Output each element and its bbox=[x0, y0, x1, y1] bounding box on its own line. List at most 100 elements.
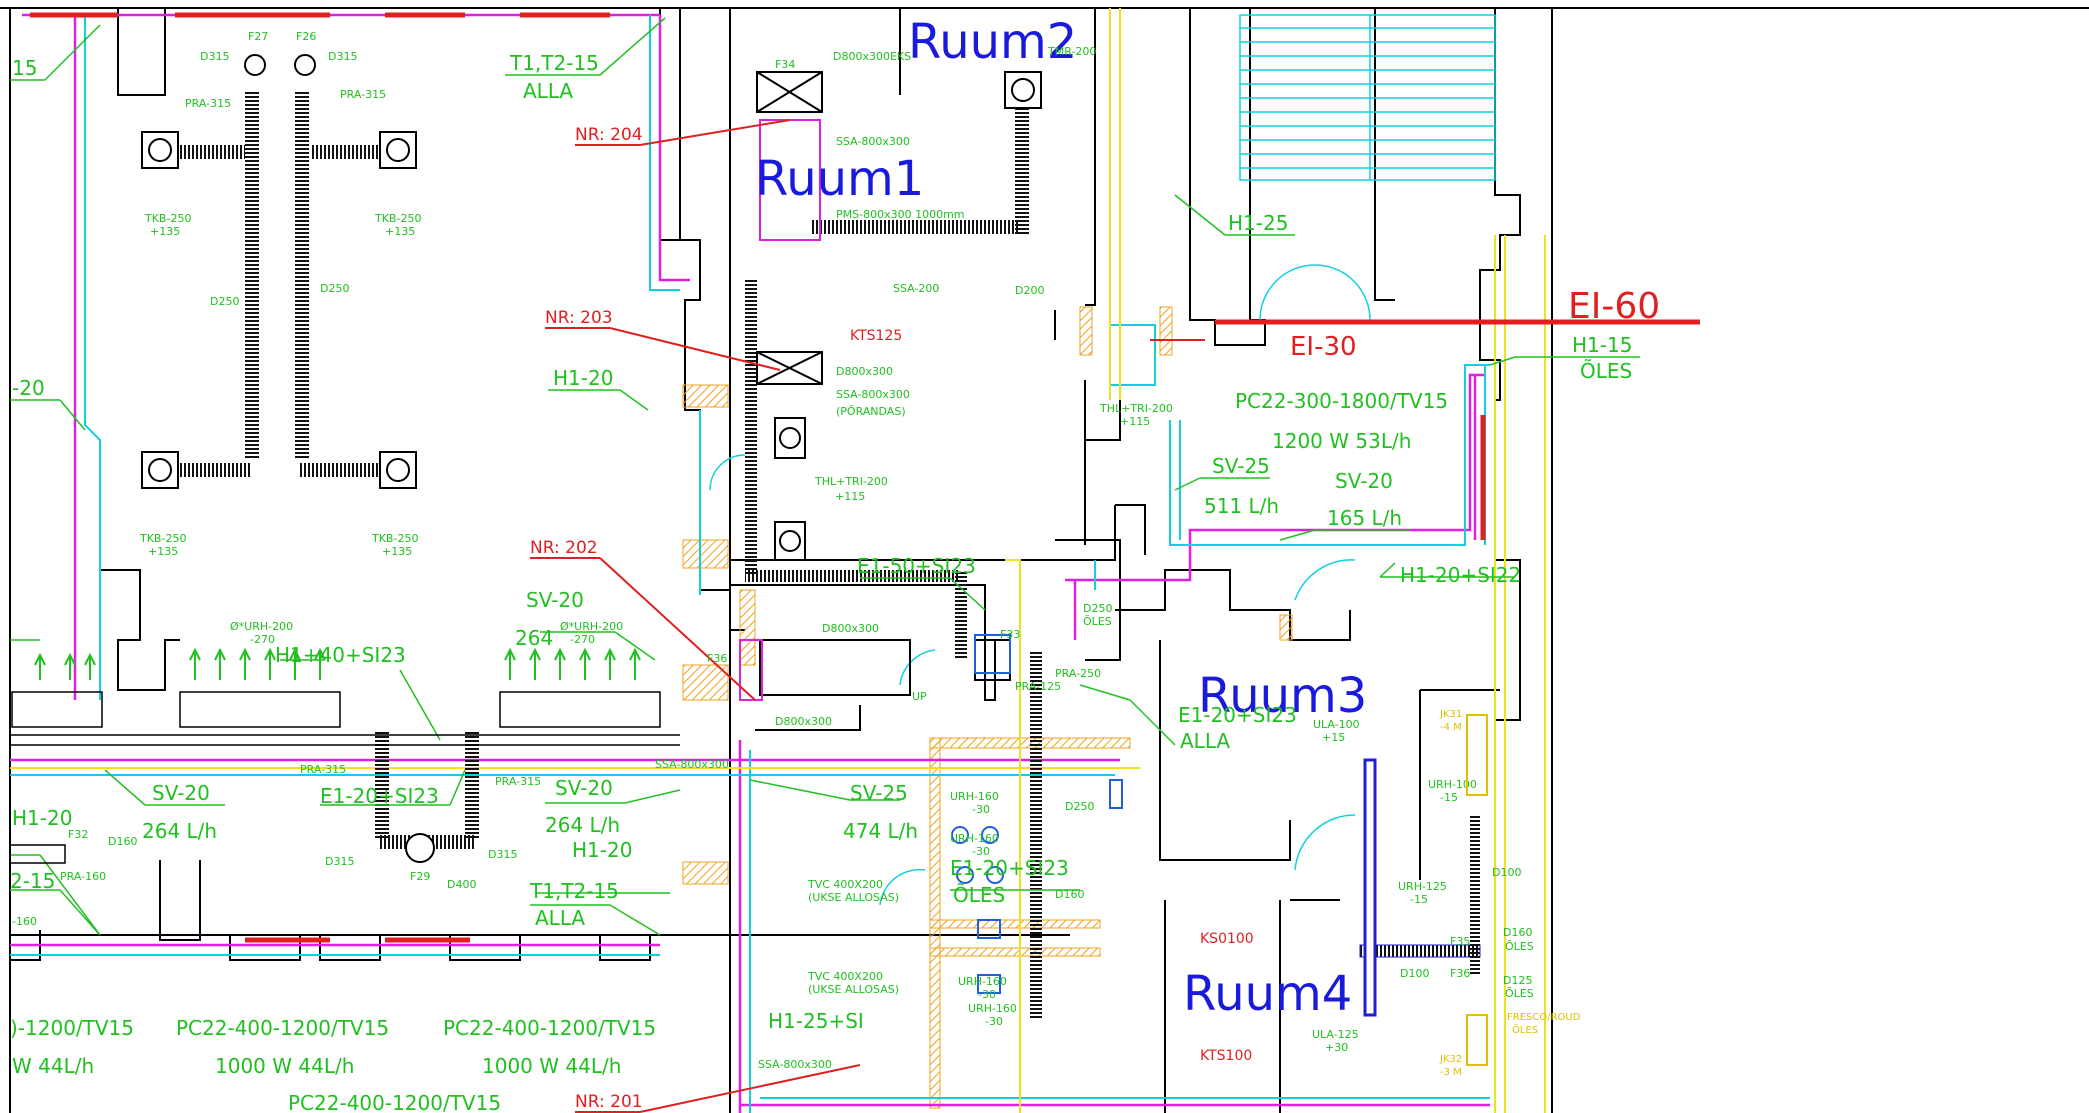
pipe-label: 165 L/h bbox=[1327, 506, 1402, 530]
duct-label: -30 bbox=[985, 1015, 1003, 1028]
radiator-label: PC22-300-1800/TV15 bbox=[1235, 389, 1448, 413]
duct-label: -4 M bbox=[1440, 722, 1462, 733]
pipe-label: 15 bbox=[12, 56, 37, 80]
pipe-label: T1,T2-15 bbox=[529, 879, 619, 903]
duct-label: (PÕRANDAS) bbox=[836, 405, 906, 418]
tag-nr203: NR: 203 bbox=[545, 308, 613, 328]
duct-label: D315 bbox=[325, 855, 354, 868]
duct-label: URH-160 bbox=[950, 832, 999, 845]
duct-label: F34 bbox=[775, 58, 795, 71]
tag-ei60: EI-60 bbox=[1568, 286, 1660, 327]
duct-label: PRA-315 bbox=[495, 775, 541, 788]
duct-label: +30 bbox=[1325, 1041, 1348, 1054]
pipe-label: E1-50+SI23 bbox=[857, 554, 976, 578]
duct-label: D800x300 bbox=[775, 715, 832, 728]
duct-label: +115 bbox=[1120, 415, 1150, 428]
flex-ducts bbox=[180, 90, 1481, 1020]
duct-label: D250 bbox=[210, 295, 239, 308]
pipe-label: SV-20 bbox=[526, 588, 584, 612]
duct-label: URH-125 bbox=[1398, 880, 1447, 893]
pipe-label: E1-20+SI23 bbox=[320, 784, 439, 808]
duct-label: URH-100 bbox=[1428, 778, 1477, 791]
duct-label: F29 bbox=[410, 870, 430, 883]
tag-nr204: NR: 204 bbox=[575, 125, 643, 145]
walls bbox=[10, 8, 1521, 1113]
tag-kso100: KS0100 bbox=[1200, 931, 1254, 947]
duct-label: F32 bbox=[68, 828, 88, 841]
duct-label: D160 bbox=[1055, 888, 1084, 901]
duct-label: JK31 bbox=[1439, 709, 1462, 720]
duct-label: D100 bbox=[1492, 866, 1521, 879]
yellow-equipment bbox=[1466, 714, 1488, 1066]
duct-label: +135 bbox=[385, 225, 415, 238]
duct-label: TKB-250 bbox=[371, 532, 418, 545]
pipe-label: E1-20+SI23 bbox=[950, 856, 1069, 880]
duct-label: TKB-250 bbox=[144, 212, 191, 225]
duct-label: F26 bbox=[296, 30, 316, 43]
pipe-label: 264 bbox=[515, 626, 553, 650]
duct-label: PRA-125 bbox=[1015, 680, 1061, 693]
duct-label: F27 bbox=[248, 30, 268, 43]
duct-label: ÕLES bbox=[1505, 987, 1534, 1000]
duct-label: URH-160 bbox=[958, 975, 1007, 988]
duct-label: ULA-100 bbox=[1313, 718, 1360, 731]
duct-label: ÕLES bbox=[1505, 940, 1534, 953]
duct-label: PRA-315 bbox=[300, 763, 346, 776]
tag-ei30: EI-30 bbox=[1290, 332, 1357, 362]
pipe-label: 264 L/h bbox=[142, 819, 217, 843]
duct-label: THL+TRI-200 bbox=[1099, 402, 1173, 415]
pipe-label: E1-20+SI23 bbox=[1178, 703, 1297, 727]
duct-label: JK32 bbox=[1439, 1054, 1462, 1065]
pipe-label: SV-25 bbox=[850, 781, 908, 805]
duct-label: TVC 400X200 bbox=[807, 878, 883, 891]
radiator-label: 1200 W 53L/h bbox=[1272, 429, 1411, 453]
duct-label: URH-160 bbox=[950, 790, 999, 803]
duct-label: D800x300 bbox=[836, 365, 893, 378]
duct-label: +135 bbox=[148, 545, 178, 558]
duct-label: D315 bbox=[488, 848, 517, 861]
duct-label: TVC 400X200 bbox=[807, 970, 883, 983]
duct-label: D800x300 bbox=[822, 622, 879, 635]
duct-label: +135 bbox=[150, 225, 180, 238]
duct-label: SSA-200 bbox=[893, 282, 939, 295]
red-leaders bbox=[530, 119, 1205, 1113]
pipe-label: ALLA bbox=[1180, 729, 1230, 753]
duct-label: ÕLES bbox=[1512, 1023, 1538, 1036]
duct-label: SSA-800x300 bbox=[836, 388, 910, 401]
pipe-label: 511 L/h bbox=[1204, 494, 1279, 518]
radiators bbox=[9, 691, 680, 864]
radiator-label: PC22-400-1200/TV15 bbox=[288, 1091, 501, 1113]
pipe-label: SV-20 bbox=[152, 781, 210, 805]
room-label-ruum2: Ruum2 bbox=[908, 14, 1077, 70]
duct-label: F36 bbox=[1450, 967, 1470, 980]
duct-label: THL+TRI-200 bbox=[814, 475, 888, 488]
duct-label: URH-160 bbox=[968, 1002, 1017, 1015]
pipe-label: H1-25+SI bbox=[768, 1009, 864, 1033]
duct-label: PRA-250 bbox=[1055, 667, 1101, 680]
duct-label: FRESCO/ROUD bbox=[1507, 1012, 1581, 1023]
pipe-label: ÕLES bbox=[953, 883, 1005, 907]
pipe-label: -20 bbox=[12, 376, 45, 400]
duct-label: Ø*URH-200 bbox=[230, 620, 293, 633]
radiator-label: )-1200/TV15 bbox=[10, 1016, 134, 1040]
pipe-label: SV-20 bbox=[555, 776, 613, 800]
pipe-label: H1-20 bbox=[572, 838, 632, 862]
duct-label: -30 bbox=[978, 988, 996, 1001]
duct-label: D315 bbox=[200, 50, 229, 63]
duct-label: PRA-160 bbox=[60, 870, 106, 883]
duct-label: SSA-800x300 bbox=[836, 135, 910, 148]
radiator-label: PC22-400-1200/TV15 bbox=[443, 1016, 656, 1040]
duct-label: D125 bbox=[1503, 974, 1532, 987]
duct-label: -270 bbox=[250, 633, 275, 646]
pipe-label: SV-20 bbox=[1335, 469, 1393, 493]
duct-label: -270 bbox=[570, 633, 595, 646]
pipe-label: 264 L/h bbox=[545, 813, 620, 837]
duct-label: (UKSE ALLOSAS) bbox=[808, 983, 899, 996]
duct-label: -15 bbox=[1440, 791, 1458, 804]
duct-label: TMR-200 bbox=[1047, 45, 1096, 58]
room-label-ruum3: Ruum3 bbox=[1198, 668, 1367, 724]
tag-nr201: NR: 201 bbox=[575, 1092, 643, 1112]
duct-label: UP bbox=[912, 690, 927, 703]
pipe-label: SV-25 bbox=[1212, 454, 1270, 478]
supply-arrows bbox=[34, 647, 641, 680]
